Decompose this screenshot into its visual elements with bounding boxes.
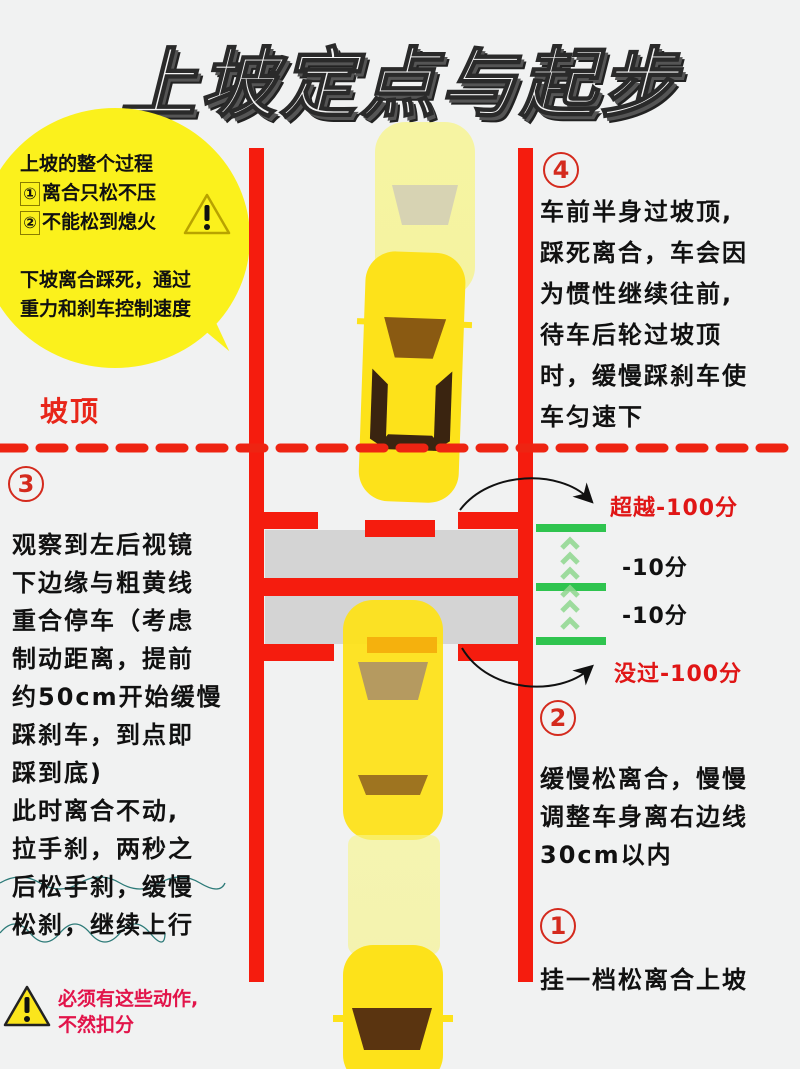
rule-number: ① xyxy=(20,181,40,206)
overshoot-penalty: 超越-100分 xyxy=(610,496,739,521)
rule-text: 离合只松不压 xyxy=(42,182,157,204)
chevron-up-icons xyxy=(560,536,580,630)
rule-number: ② xyxy=(20,210,40,235)
tip-bubble xyxy=(0,108,250,368)
marker-top xyxy=(536,524,606,532)
bubble-downhill-2: 重力和刹车控制速度 xyxy=(20,298,192,320)
rule-text: 不能松到熄火 xyxy=(42,211,157,233)
step-2-number: 2 xyxy=(540,700,576,736)
marker-bottom xyxy=(536,637,606,645)
ghost-car-bottom xyxy=(348,835,440,955)
step-3-text: 观察到左后视镜 下边缘与粗黄线 重合停车（考虑 制动距离，提前 约50cm开始缓… xyxy=(12,531,223,939)
page-title: 上坡定点与起步 xyxy=(119,38,680,129)
step-3-number: 3 xyxy=(8,466,44,502)
overshoot-arrow xyxy=(459,477,594,511)
stop-line xyxy=(264,578,518,596)
car-middle xyxy=(343,600,443,840)
car-bottom xyxy=(333,945,453,1069)
warning-triangle-icon xyxy=(3,985,51,1027)
step-1-number: 1 xyxy=(540,908,576,944)
stop-zone-upper xyxy=(265,530,518,578)
hilltop-label: 坡顶 xyxy=(40,395,101,428)
undershoot-penalty: 没过-100分 xyxy=(614,662,743,687)
left-boundary-line xyxy=(249,148,264,982)
car-top xyxy=(356,251,473,503)
bubble-downhill-1: 下坡离合踩死，通过 xyxy=(20,269,192,291)
bubble-heading: 上坡的整个过程 xyxy=(20,153,154,175)
step-4-number: 4 xyxy=(543,152,579,188)
wavy-underline xyxy=(0,876,226,890)
undershoot-arrow xyxy=(461,647,594,688)
step-4-text: 车前半身过坡顶, 踩死离合，车会因 为惯性继续往前, 待车后轮过坡顶 时，缓慢踩… xyxy=(540,198,748,431)
must-do-warning: 必须有这些动作, 不然扣分 xyxy=(58,988,199,1036)
right-boundary-line xyxy=(518,148,533,982)
wavy-underline xyxy=(0,923,166,943)
penalty-minus10-b: -10分 xyxy=(622,604,688,629)
step-2-text: 缓慢松离合，慢慢 调整车身离右边线 30cm以内 xyxy=(540,765,748,869)
penalty-minus10-a: -10分 xyxy=(622,556,688,581)
warning-triangle-icon xyxy=(183,193,231,235)
step-1-text: 挂一档松离合上坡 xyxy=(540,966,748,994)
